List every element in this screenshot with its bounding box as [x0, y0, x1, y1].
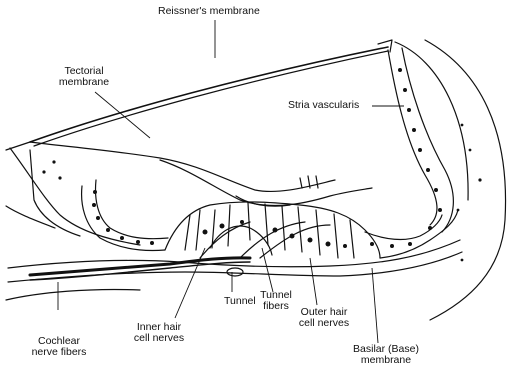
cochlear-nerve-fibers-label-line2: nerve fibers [26, 347, 92, 358]
organ-of-corti [165, 202, 380, 258]
spiral-limbus [6, 142, 335, 191]
inner-hair-cell-nerves-label: Inner hair cell nerves [127, 322, 191, 344]
tunnel-fibers-label-line2: fibers [256, 301, 296, 312]
tectorial-membrane [160, 160, 372, 206]
tunnel-label: Tunnel [224, 296, 256, 307]
stria-vascularis [388, 50, 437, 225]
leader-outer-hair [310, 258, 317, 305]
basilar-membrane-label: Basilar (Base) membrane [346, 344, 426, 366]
outer-hair-cell-nerves-label: Outer hair cell nerves [293, 307, 355, 329]
cochlear-nerve-fibers-label: Cochlear nerve fibers [26, 336, 92, 358]
inner-hair-cell-nerves-label-line2: cell nerves [127, 333, 191, 344]
leader-basilar [372, 268, 378, 343]
reissners-membrane-label: Reissner's membrane [158, 6, 260, 17]
leader-inner-hair [175, 248, 205, 318]
tunnel-fibers-label: Tunnel fibers [256, 290, 296, 312]
outer-wall-arc [425, 40, 506, 320]
reissners-membrane [30, 47, 388, 142]
stria-vascularis-label: Stria vascularis [288, 100, 359, 111]
tectorial-membrane-label: Tectorial membrane [58, 66, 110, 88]
cell-nuclei [42, 68, 481, 261]
epithelial-cells [82, 186, 165, 251]
tectorial-membrane-label-line2: membrane [58, 77, 110, 88]
leader-tectorial [95, 92, 150, 138]
spiral-vessel [227, 268, 243, 276]
basilar-membrane-label-line2: membrane [346, 355, 426, 366]
outer-hair-cell-nerves-label-line2: cell nerves [293, 318, 355, 329]
limbus-body [10, 148, 140, 245]
